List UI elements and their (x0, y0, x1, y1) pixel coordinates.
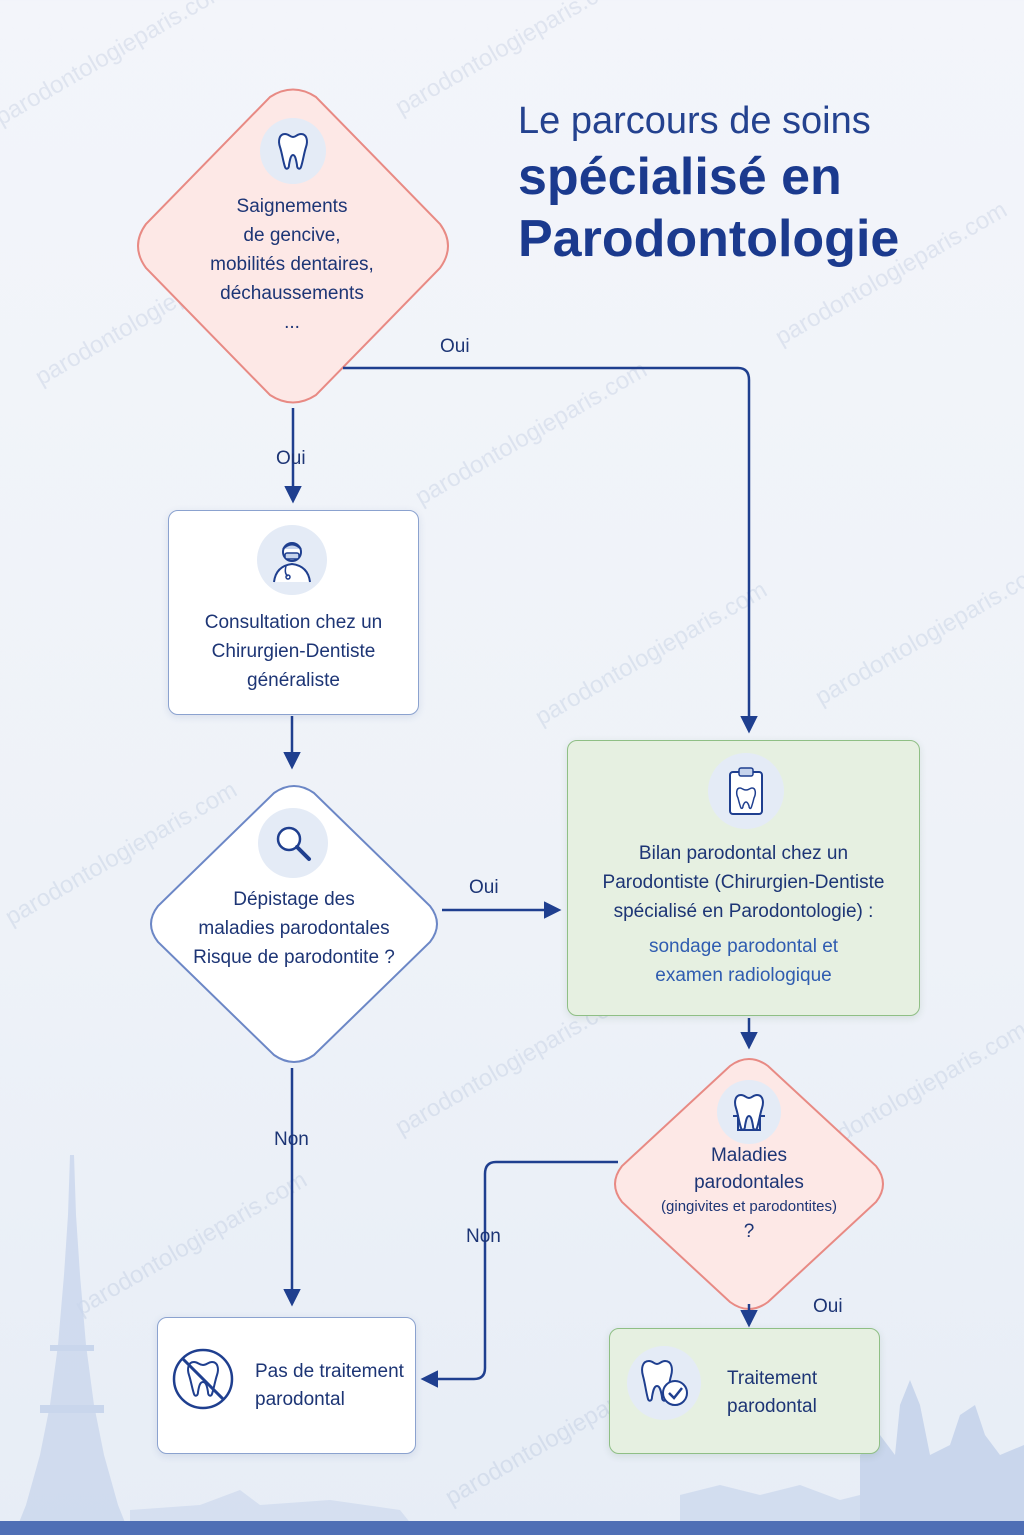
tooth-check-icon (627, 1346, 701, 1420)
symptoms-line-3: mobilités dentaires, (210, 254, 374, 275)
assessment-line-1: Bilan parodontal chez un (638, 843, 849, 864)
disease-line-1: Maladies (710, 1145, 788, 1166)
consultation-text: Consultation chez un Chirurgien-Dentiste… (168, 608, 419, 695)
edge-label-disease-yes: Oui (813, 1296, 843, 1317)
title-line-1: Le parcours de soins (518, 100, 871, 142)
edge-label-disease-no: Non (466, 1226, 501, 1247)
disease-line-4: ? (743, 1221, 755, 1242)
screening-text: Dépistage des maladies parodontales Risq… (170, 885, 418, 972)
title-line-2: spécialisé en (518, 148, 842, 206)
disease-text: Maladies parodontales (gingivites et par… (634, 1142, 864, 1245)
consultation-line-3: généraliste (247, 670, 340, 691)
no-treatment-line-2: parodontal (255, 1389, 345, 1410)
tooth-gum-icon (717, 1080, 781, 1144)
screening-line-1: Dépistage des (233, 889, 355, 910)
title-line-3: Parodontologie (518, 210, 900, 268)
symptoms-diamond (137, 88, 449, 404)
symptoms-line-2: de gencive, (243, 225, 341, 246)
symptoms-line-5: ... (284, 312, 300, 333)
assessment-line-5: examen radiologique (655, 965, 832, 986)
consultation-line-1: Consultation chez un (204, 612, 383, 633)
symptoms-line-1: Saignements (236, 196, 348, 217)
edge-label-symptoms-yes-down: Oui (276, 448, 306, 469)
clipboard-tooth-icon (708, 753, 784, 829)
disease-line-3: (gingivites et parodontites) (661, 1198, 837, 1215)
screening-line-3: Risque de parodontite ? (193, 947, 395, 968)
screening-diamond (150, 785, 438, 1063)
assessment-line-2: Parodontiste (Chirurgien-Dentiste (602, 872, 885, 893)
symptoms-text: Saignements de gencive, mobilités dentai… (172, 192, 412, 337)
no-treatment-line-1: Pas de traitement (255, 1361, 404, 1382)
edge-label-screening-no: Non (274, 1129, 309, 1150)
dentist-icon (257, 525, 327, 595)
disease-line-2: parodontales (694, 1172, 804, 1193)
tooth-icon (260, 118, 326, 184)
edge-label-screening-yes: Oui (469, 877, 499, 898)
edge-disease-to-no-treatment (420, 1160, 618, 1388)
no-treatment-box (157, 1317, 416, 1454)
edge-symptoms-to-assessment (343, 366, 758, 734)
paris-skyline (0, 1155, 1024, 1535)
screening-line-2: maladies parodontales (198, 918, 390, 939)
edge-label-symptoms-yes-right: Oui (440, 336, 470, 357)
no-treatment-text: Pas de traitement parodontal (255, 1358, 415, 1414)
treatment-text: Traitement parodontal (727, 1365, 867, 1421)
no-tooth-icon (170, 1346, 236, 1412)
symptoms-line-4: déchaussements (220, 283, 364, 304)
assessment-line-4: sondage parodontal et (648, 936, 839, 957)
disease-diamond (614, 1058, 884, 1310)
treatment-line-2: parodontal (727, 1396, 817, 1417)
magnifier-icon (258, 808, 328, 878)
page-title: Le parcours de soins spécialisé en Parod… (518, 96, 998, 270)
assessment-line-3: spécialisé en Parodontologie) : (613, 901, 874, 922)
assessment-text: Bilan parodontal chez un Parodontiste (C… (567, 839, 920, 990)
treatment-line-1: Traitement (727, 1368, 818, 1389)
consultation-line-2: Chirurgien-Dentiste (211, 641, 376, 662)
